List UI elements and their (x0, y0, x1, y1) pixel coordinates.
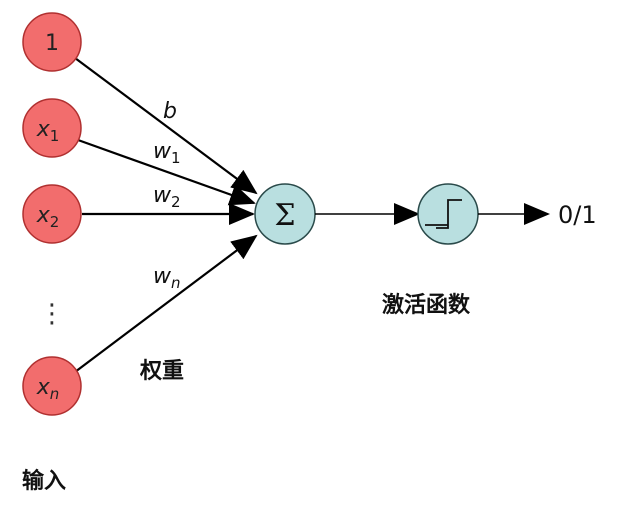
sigma-icon: Σ (274, 198, 295, 233)
input-node-xn: xn (22, 356, 82, 416)
caption-weights: 权重 (139, 358, 184, 384)
edge-xn (74, 234, 258, 373)
svg-text:xn: xn (36, 375, 60, 403)
input-node-x2: x2 (22, 184, 82, 244)
weight-label-wn: wn (153, 264, 181, 292)
svg-text:x2: x2 (36, 203, 60, 231)
svg-text:x1: x1 (36, 117, 60, 145)
weight-label-bias: b (163, 99, 177, 124)
edge-x1 (77, 138, 256, 206)
activation-node (417, 183, 479, 245)
step-function-icon (425, 199, 462, 229)
caption-inputs: 输入 (22, 468, 66, 494)
weight-label-w1: w1 (153, 139, 181, 167)
input-node-x1: x1 (22, 98, 82, 158)
summation-node: Σ (254, 183, 316, 245)
edge-bias (74, 57, 258, 195)
svg-text:1: 1 (45, 31, 59, 56)
inputs-ellipsis: ⋮ (39, 299, 65, 329)
output-label: 0/1 (558, 201, 597, 229)
input-node-bias: 1 (22, 12, 82, 72)
weight-label-w2: w2 (153, 183, 181, 211)
caption-activation: 激活函数 (382, 292, 471, 318)
